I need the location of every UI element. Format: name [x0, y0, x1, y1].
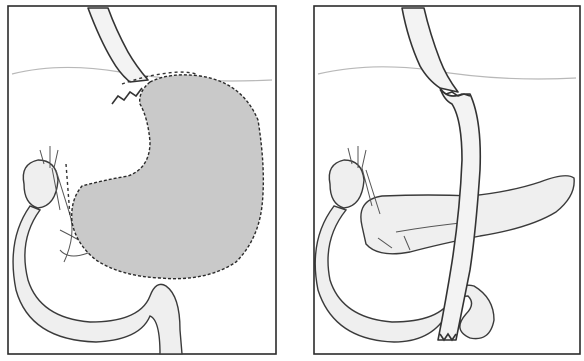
panel-right [314, 6, 580, 354]
panel-left [8, 6, 276, 354]
